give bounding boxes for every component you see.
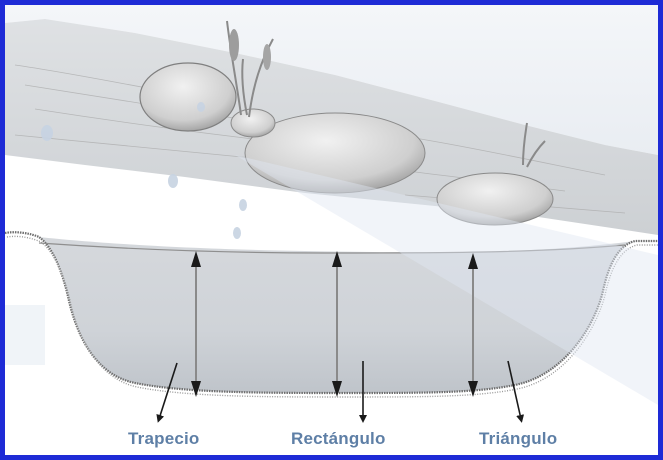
label-triangulo: Triángulo: [479, 429, 557, 449]
riverbank-illustration: [5, 5, 658, 455]
rock: [140, 63, 236, 131]
water-tint: [5, 305, 45, 365]
rock: [231, 109, 275, 137]
label-trapecio: Trapecio: [128, 429, 200, 449]
reed-head: [229, 29, 239, 61]
reed-head: [263, 44, 271, 70]
label-rectangulo: Rectángulo: [291, 429, 386, 449]
